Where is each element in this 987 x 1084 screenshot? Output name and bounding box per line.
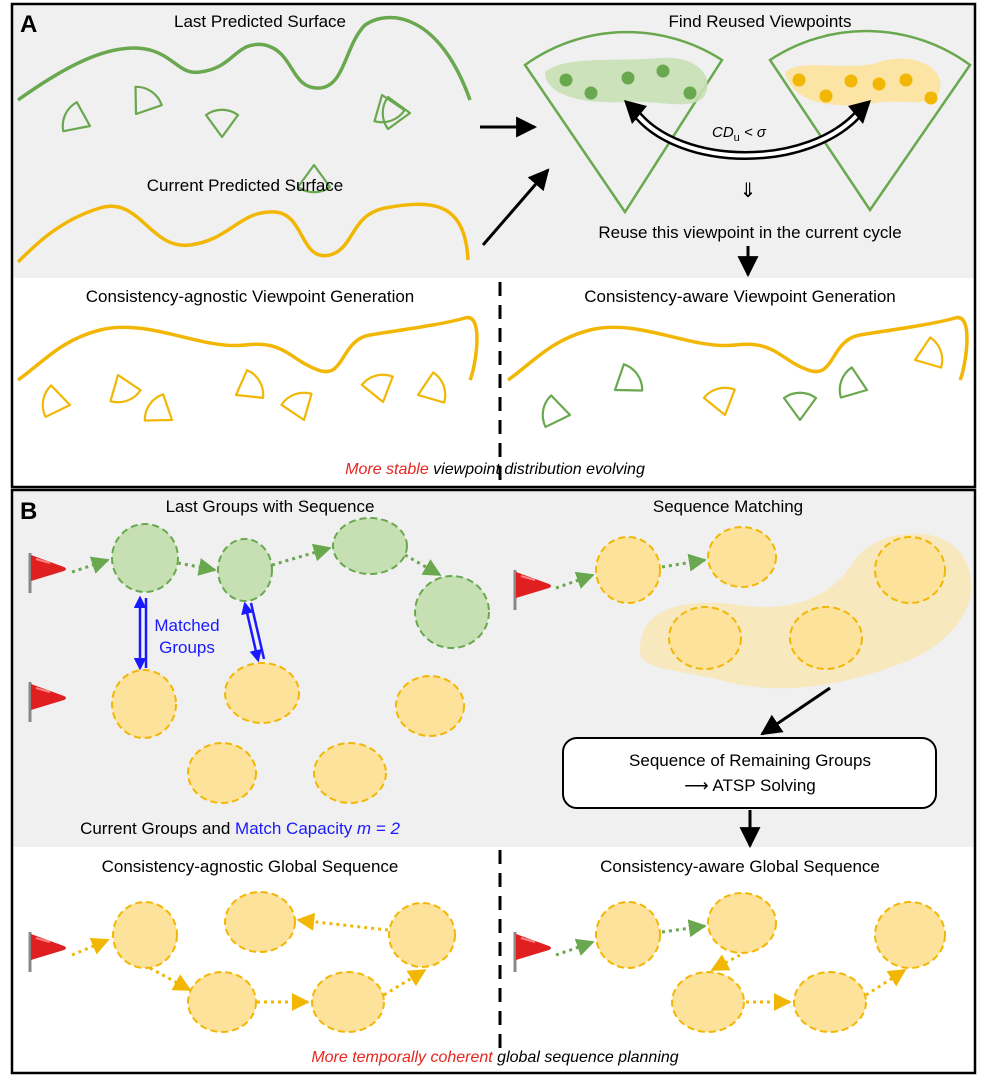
viewpoint-frustum-last bbox=[523, 30, 724, 215]
atsp-box-line2: ⟶ ATSP Solving bbox=[684, 776, 815, 795]
viewpoint-icon bbox=[101, 368, 144, 408]
down-double-arrow: ⇓ bbox=[740, 180, 757, 202]
viewpoint-icon bbox=[782, 391, 818, 422]
matched-label-2: Groups bbox=[159, 638, 215, 657]
current-group-node bbox=[395, 675, 465, 737]
viewpoint-icon bbox=[908, 334, 948, 377]
arrow-current-to-find bbox=[481, 168, 550, 246]
current-points-region bbox=[785, 58, 941, 106]
a-agnostic-viewpoints bbox=[39, 366, 451, 435]
panel-b: B Last Groups with Sequence Matched Grou… bbox=[10, 488, 977, 1075]
remaining-group-node bbox=[789, 606, 863, 670]
current-group-node bbox=[111, 669, 177, 739]
last-group-node bbox=[332, 517, 408, 575]
seq-arrow bbox=[71, 937, 110, 957]
viewpoint-icon bbox=[701, 383, 742, 421]
viewpoint-frustum-current bbox=[768, 29, 972, 213]
matched-label-1: Matched bbox=[154, 616, 219, 635]
seq-arrow bbox=[149, 966, 192, 992]
current-group-node bbox=[313, 742, 387, 804]
panel-a: A Last Predicted Surface Current Predict… bbox=[10, 2, 977, 489]
current-groups-label: Current Groups and Match Capacity m = 2 bbox=[80, 819, 400, 838]
seq-arrow bbox=[296, 912, 389, 932]
group-node bbox=[671, 971, 745, 1033]
current-groups bbox=[28, 662, 465, 804]
atsp-box-line1: Sequence of Remaining Groups bbox=[629, 751, 871, 770]
b-aware-title: Consistency-aware Global Sequence bbox=[600, 857, 880, 876]
panel-b-caption: More temporally coherent global sequence… bbox=[311, 1049, 678, 1066]
remaining-group-node bbox=[874, 536, 946, 604]
comparison-arrow-inner bbox=[633, 110, 862, 158]
find-reused-label: Find Reused Viewpoints bbox=[668, 12, 851, 31]
group-node bbox=[793, 971, 867, 1033]
b-agnostic-graph bbox=[28, 891, 456, 1033]
group-node bbox=[707, 892, 777, 954]
sequence-matching-label: Sequence Matching bbox=[653, 497, 803, 516]
comparison-arrow-head-left bbox=[624, 100, 647, 124]
viewpoint-icon bbox=[139, 390, 183, 435]
viewpoint-icon bbox=[539, 393, 574, 432]
a-aware-surface bbox=[507, 316, 969, 382]
last-groups bbox=[28, 517, 490, 649]
seq-arrow bbox=[710, 953, 741, 972]
comparison-arrow-head-right bbox=[848, 100, 871, 124]
panel-b-letter: B bbox=[20, 498, 37, 525]
group-node bbox=[595, 901, 661, 969]
reuse-text: Reuse this viewpoint in the current cycl… bbox=[598, 223, 901, 242]
matched-group-node bbox=[707, 526, 777, 588]
matched-arrows bbox=[133, 595, 266, 671]
panel-a-border bbox=[10, 2, 977, 489]
panel-a-caption: More stable viewpoint distribution evolv… bbox=[345, 461, 645, 478]
start-flag-icon bbox=[513, 930, 553, 974]
last-group-node bbox=[414, 575, 490, 649]
group-node bbox=[311, 971, 385, 1033]
arrow-to-atsp bbox=[760, 686, 831, 736]
seq-arrow bbox=[383, 968, 427, 997]
current-surface-curve bbox=[16, 202, 470, 264]
a-aware-viewpoints bbox=[539, 334, 948, 432]
seq-arrow bbox=[555, 938, 595, 957]
atsp-box bbox=[562, 737, 937, 809]
group-node bbox=[388, 902, 456, 968]
viewpoint-icon bbox=[604, 360, 648, 405]
viewpoint-icon bbox=[39, 383, 74, 422]
current-points bbox=[792, 73, 938, 105]
b-aware-graph bbox=[513, 892, 946, 1033]
seq-arrow bbox=[865, 968, 907, 997]
viewpoint-icon bbox=[278, 387, 321, 427]
viewpoint-icon bbox=[834, 364, 874, 407]
group-node bbox=[112, 901, 178, 969]
a-agnostic-surface bbox=[17, 316, 479, 382]
a-aware-title: Consistency-aware Viewpoint Generation bbox=[584, 287, 896, 306]
cd-condition: CDu < σ bbox=[712, 124, 767, 144]
group-node bbox=[874, 901, 946, 969]
matching-groups bbox=[513, 526, 946, 670]
start-flag-icon bbox=[28, 930, 68, 974]
last-groups-label: Last Groups with Sequence bbox=[166, 497, 375, 516]
current-group-node bbox=[224, 662, 300, 724]
last-surface-curve bbox=[16, 15, 472, 102]
viewpoint-icon bbox=[359, 370, 400, 408]
panel-a-letter: A bbox=[20, 11, 37, 38]
a-agnostic-title: Consistency-agnostic Viewpoint Generatio… bbox=[86, 287, 415, 306]
last-surface-label: Last Predicted Surface bbox=[174, 12, 346, 31]
panel-b-border bbox=[10, 488, 977, 1075]
remaining-group-node bbox=[668, 606, 742, 670]
last-group-node bbox=[217, 538, 273, 602]
group-node bbox=[224, 891, 296, 953]
viewpoint-icon bbox=[226, 366, 269, 410]
group-node bbox=[187, 971, 257, 1033]
b-agnostic-title: Consistency-agnostic Global Sequence bbox=[102, 857, 399, 876]
seq-arrow bbox=[661, 919, 707, 938]
current-surface-label: Current Predicted Surface bbox=[147, 176, 344, 195]
last-points bbox=[559, 64, 697, 100]
seq-arrow bbox=[661, 553, 707, 572]
current-group-node bbox=[187, 742, 257, 804]
seq-arrow bbox=[271, 543, 332, 567]
matched-group-node bbox=[595, 536, 661, 604]
viewpoint-icon bbox=[411, 369, 451, 412]
last-group-node bbox=[111, 523, 179, 593]
